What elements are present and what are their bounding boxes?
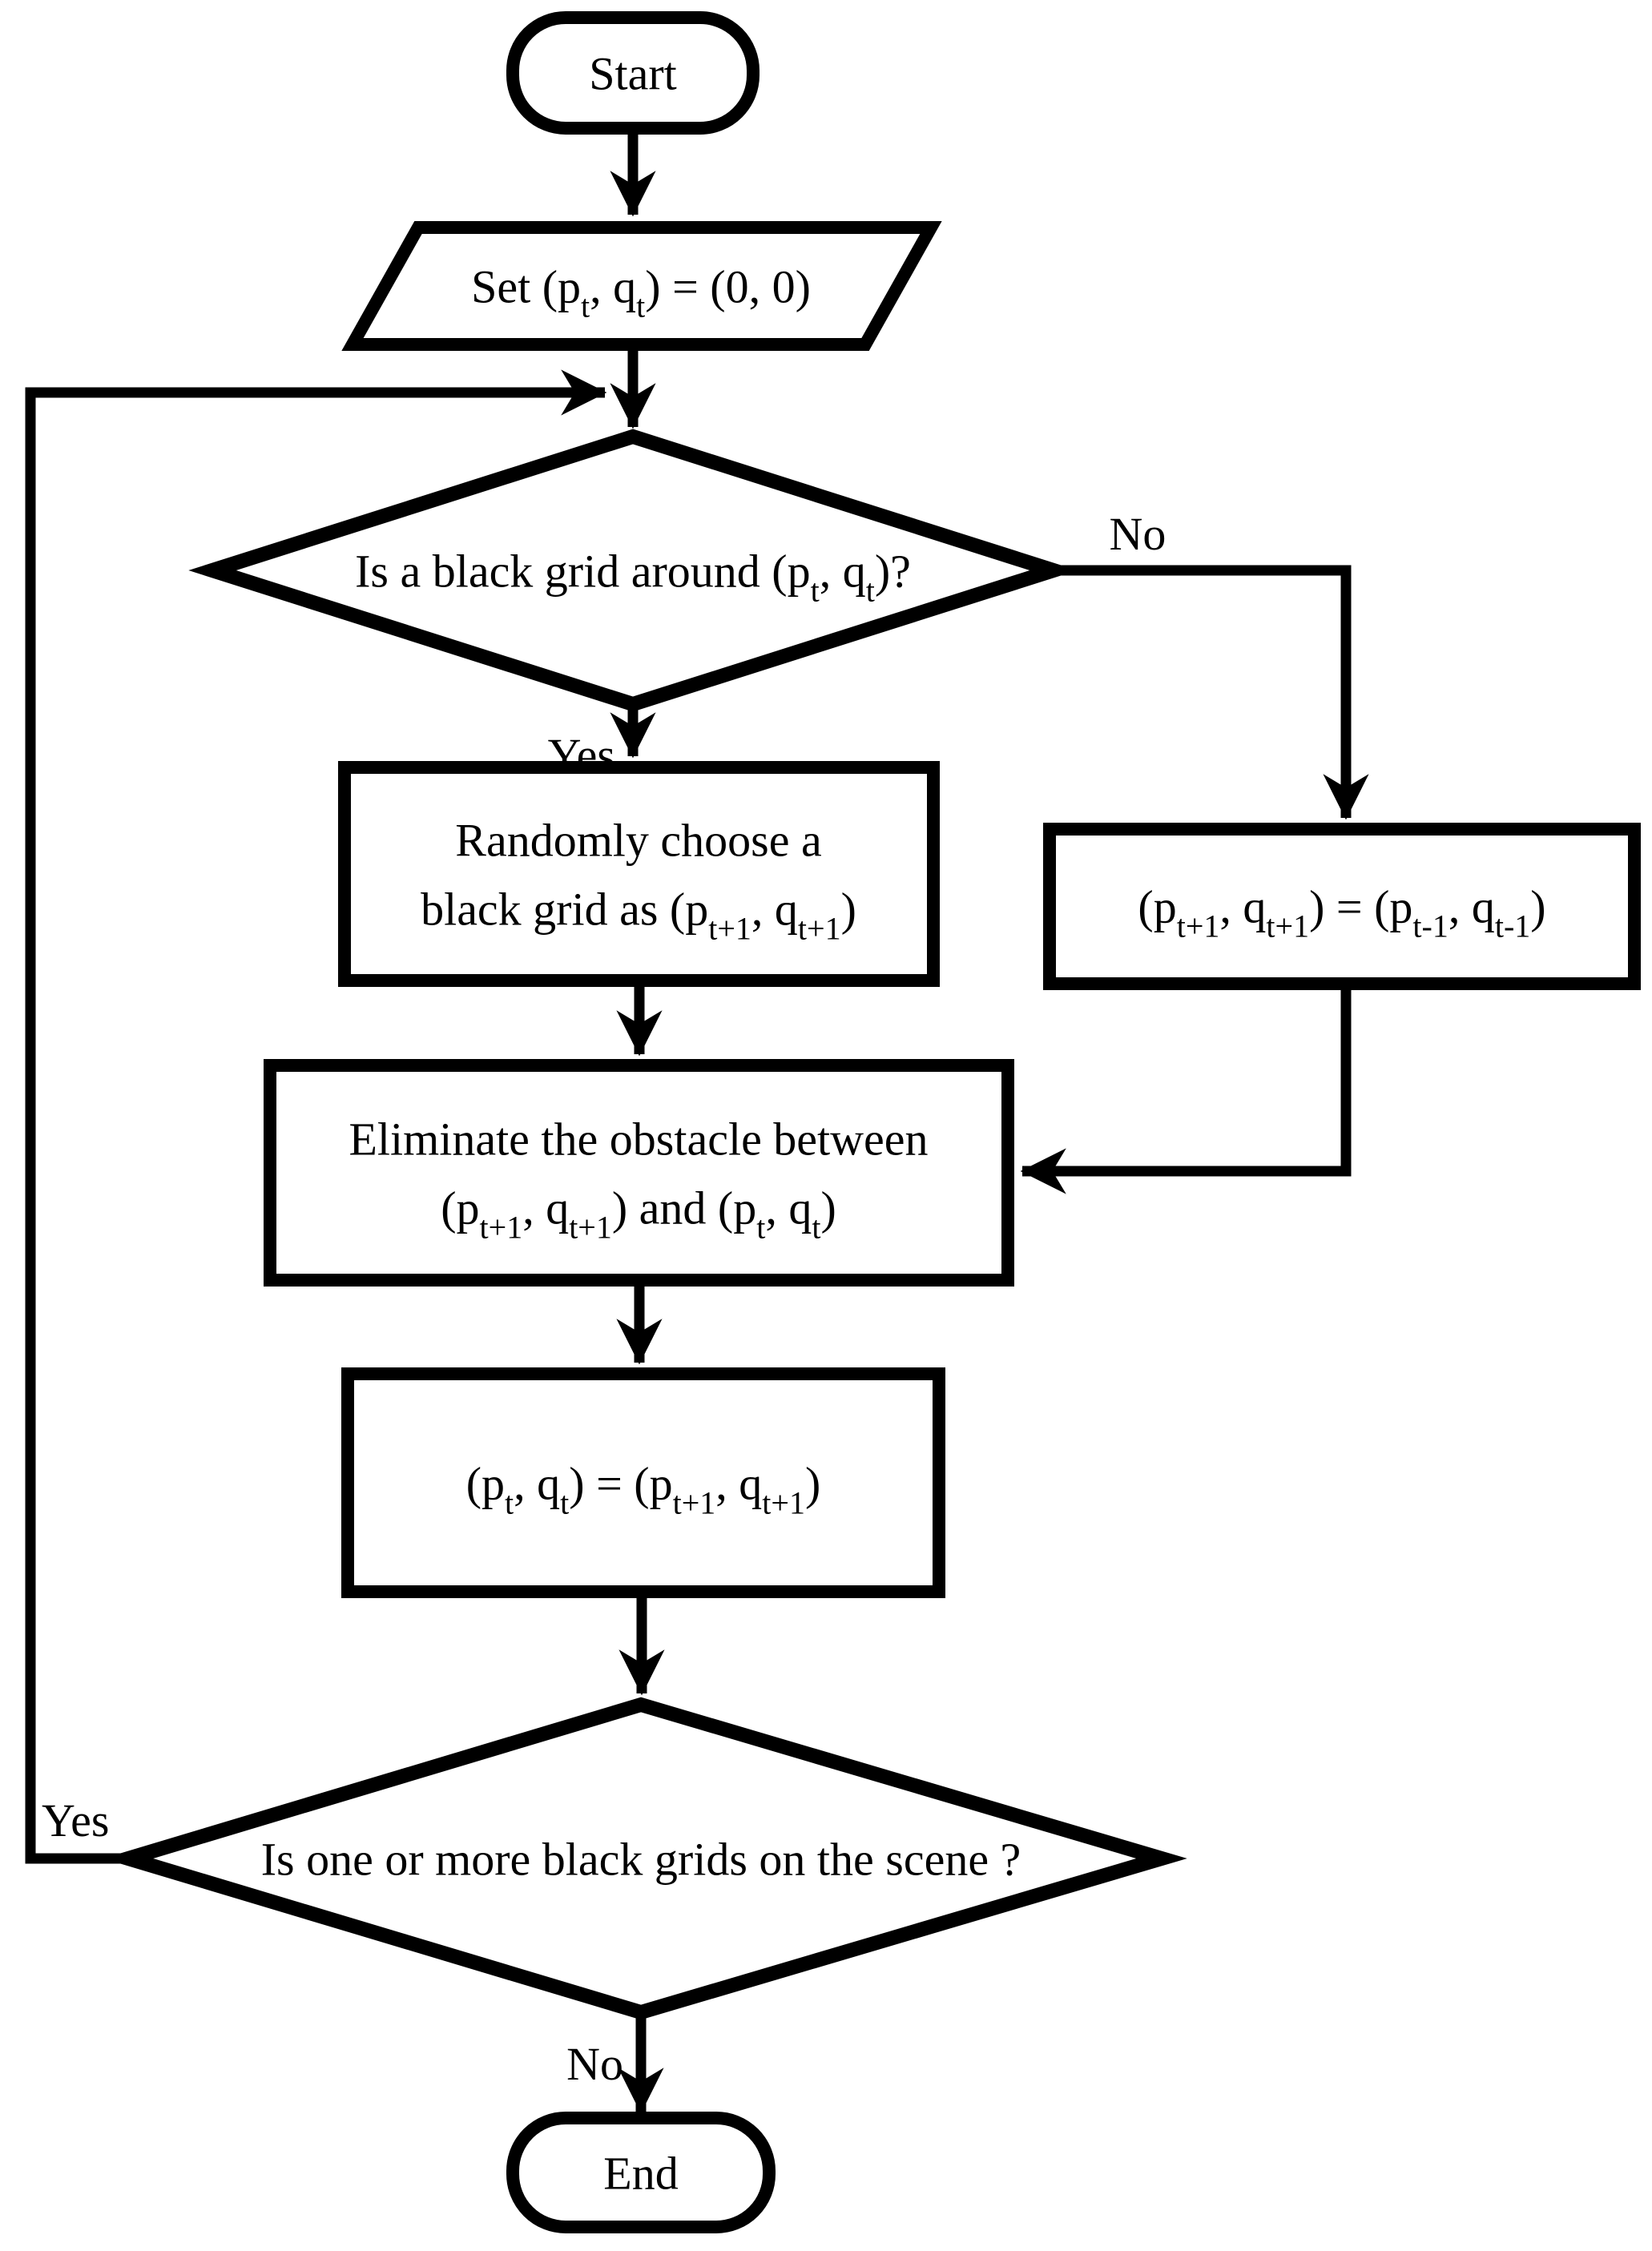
decision-black-grid-around — [188, 429, 1078, 712]
decision-black-grid-around-label: Is a black grid around (pt, qt)? — [355, 545, 911, 608]
decision-black-grids-on-scene-label: Is one or more black grids on the scene … — [261, 1833, 1021, 1885]
label-no-top: No — [1110, 508, 1166, 560]
process-eliminate-obstacle-label: Eliminate the obstacle between(pt+1, qt+… — [349, 1113, 928, 1245]
decision-black-grids-on-scene — [103, 1697, 1187, 2020]
label-yes-top: Yes — [548, 729, 615, 781]
end-label: End — [603, 2147, 678, 2199]
process-update-position — [341, 1367, 945, 1598]
process-random-choose — [338, 761, 940, 987]
start-label: Start — [589, 47, 677, 99]
process-assign-prev-label: (pt+1, qt+1) = (pt-1, qt-1) — [1138, 880, 1545, 944]
process-update-position-label: (pt, qt) = (pt+1, qt+1) — [466, 1457, 821, 1520]
edge-assign-prev-to-eliminate — [1020, 984, 1352, 1194]
edge-check-around-no — [1054, 565, 1369, 820]
init-parallelogram — [341, 221, 942, 351]
process-assign-prev — [1043, 823, 1641, 990]
edge-yes-loop-back — [25, 369, 607, 1864]
label-no-bottom: No — [566, 2038, 623, 2090]
init-label: Set (pt, qt) = (0, 0) — [471, 260, 811, 324]
end-node — [506, 2112, 776, 2233]
label-yes-bottom: Yes — [42, 1794, 109, 1846]
start-node — [506, 11, 760, 135]
process-eliminate-obstacle — [264, 1059, 1014, 1287]
